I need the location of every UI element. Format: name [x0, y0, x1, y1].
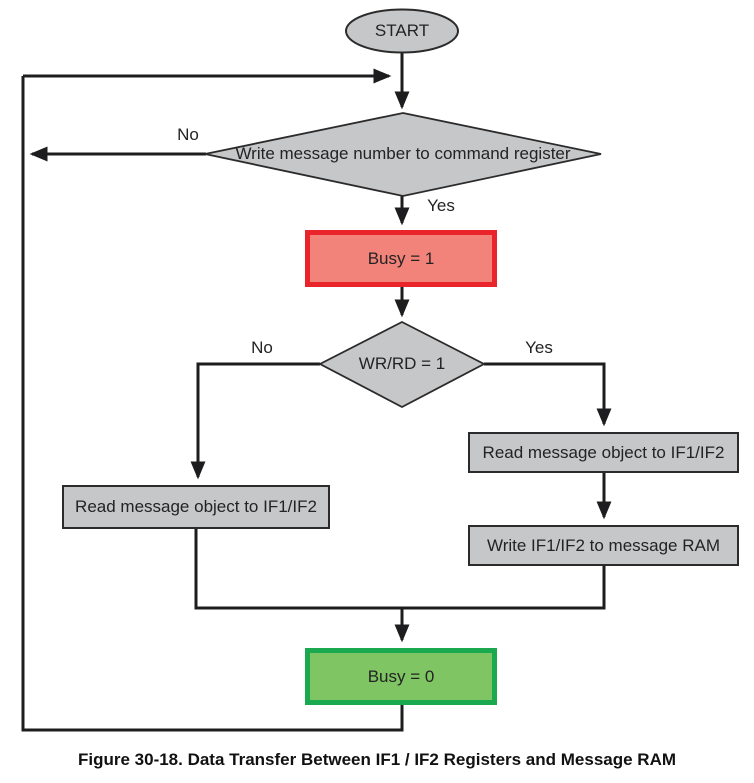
edge-branch-merge [194, 528, 606, 610]
process-read-right: Read message object to IF1/IF2 [468, 432, 739, 473]
process-busy-set: Busy = 1 [305, 230, 497, 287]
decision2-shape [318, 320, 486, 409]
figure-caption: Figure 30-18. Data Transfer Between IF1 … [77, 750, 677, 769]
process-busy-clear: Busy = 0 [305, 648, 497, 705]
edge-decision2-yes [484, 362, 612, 427]
decision1-shape [204, 112, 602, 197]
edge-decision2-no [190, 362, 320, 480]
process-read-left: Read message object to IF1/IF2 [62, 485, 330, 529]
edge-loop-back [21, 76, 404, 732]
start-terminator-shape [345, 8, 459, 54]
process-write-right: Write IF1/IF2 to message RAM [468, 525, 739, 566]
